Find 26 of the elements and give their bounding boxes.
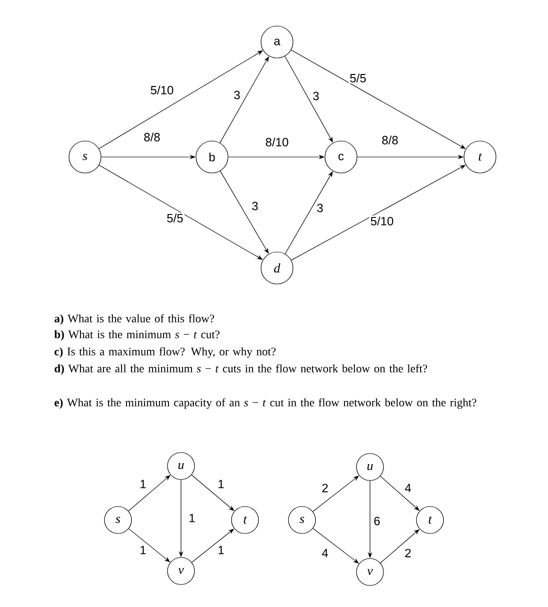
edge-label: 1 [188,512,196,524]
question-text: a) What is the value of this flow? [54,314,214,325]
edge-label: 4 [404,482,412,494]
edge-label: 5/10 [369,216,395,226]
edge-label: 8/8 [142,132,162,142]
edge-label: 4 [320,548,330,558]
edge-label: 1 [138,544,148,556]
edge-label: 5/5 [348,72,368,84]
edge-label: 3 [250,200,260,212]
edge-label: 2 [320,482,330,494]
question-text: b) What is the minimum s − t cut? [54,330,220,341]
edge-label: 1 [216,544,226,556]
edge-label: 6 [372,516,382,526]
edge-label: 8/10 [264,136,290,148]
edge-label: 3 [312,90,320,102]
edge-label: 1 [138,478,148,490]
question-text: e) What is the minimum capacity of an s − t cut in the flow network below on the right? [54,398,476,409]
edge-label: 8/8 [380,134,400,146]
edge-label: 5/10 [149,84,175,96]
edge-label: 1 [216,478,226,490]
edge-label: 3 [316,202,324,214]
question-text: c) Is this a maximum flow? Why, or why not? [54,347,276,358]
question-text: d) What are all the minimum s − t cuts in the flow network below on the left? [54,364,428,375]
edge-label: 5/5 [166,212,184,224]
edge-label: 2 [404,548,412,558]
edge-label: 3 [232,90,242,100]
